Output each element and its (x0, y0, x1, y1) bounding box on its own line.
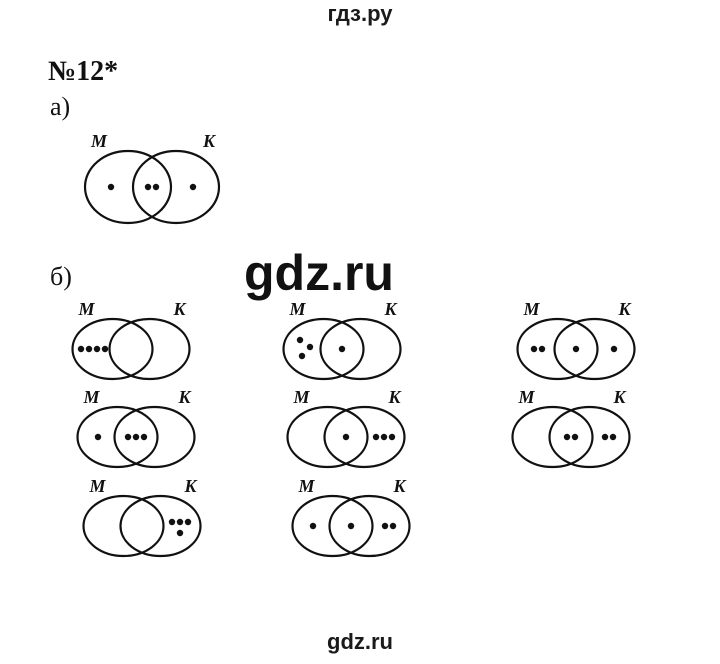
set-k-ellipse (131, 149, 221, 225)
task-number: №12* (48, 56, 119, 87)
set-k-ellipse (548, 405, 631, 469)
set-k-ellipse (113, 405, 196, 469)
set-m-label: M (298, 476, 316, 496)
set-k-label: K (384, 299, 399, 319)
element-dot (609, 433, 617, 441)
element-dot (380, 433, 388, 441)
element-dot (168, 518, 176, 526)
element-dot (140, 433, 148, 441)
element-dot (144, 183, 152, 191)
site-footer: gdz.ru (327, 629, 393, 654)
set-k-label: K (178, 387, 193, 407)
element-dot (381, 522, 389, 530)
element-dot (85, 345, 93, 353)
set-k-label: K (388, 387, 403, 407)
set-m-ellipse (76, 405, 159, 469)
set-k-label: K (618, 299, 633, 319)
watermark: gdz.ru (244, 245, 394, 301)
set-m-label: M (78, 299, 96, 319)
set-k-ellipse (319, 317, 402, 381)
element-dot (176, 529, 184, 537)
set-k-label: K (613, 387, 628, 407)
element-dot (107, 183, 115, 191)
set-m-label: M (90, 131, 108, 151)
element-dot (124, 433, 132, 441)
part-a-label: а) (50, 92, 71, 121)
element-dot (563, 433, 571, 441)
set-k-ellipse (328, 494, 411, 558)
set-k-ellipse (553, 317, 636, 381)
element-dot (152, 183, 160, 191)
element-dot (389, 522, 397, 530)
set-k-ellipse (108, 317, 191, 381)
element-dot (372, 433, 380, 441)
element-dot (309, 522, 317, 530)
part-b-label: б) (50, 262, 72, 291)
element-dot (538, 345, 546, 353)
set-m-label: M (83, 387, 101, 407)
element-dot (101, 345, 109, 353)
element-dot (306, 343, 314, 351)
set-m-label: M (523, 299, 541, 319)
element-dot (176, 518, 184, 526)
element-dot (298, 352, 306, 360)
element-dot (571, 433, 579, 441)
set-m-ellipse (516, 317, 599, 381)
element-dot (184, 518, 192, 526)
set-m-ellipse (291, 494, 374, 558)
set-k-label: K (393, 476, 408, 496)
element-dot (132, 433, 140, 441)
set-m-label: M (289, 299, 307, 319)
element-dot (601, 433, 609, 441)
element-dot (94, 433, 102, 441)
set-m-label: M (89, 476, 107, 496)
set-k-label: K (184, 476, 199, 496)
element-dot (93, 345, 101, 353)
set-k-label: K (173, 299, 188, 319)
element-dot (77, 345, 85, 353)
set-k-label: K (202, 131, 217, 151)
element-dot (342, 433, 350, 441)
set-m-label: M (518, 387, 536, 407)
element-dot (530, 345, 538, 353)
element-dot (572, 345, 580, 353)
set-k-ellipse (119, 494, 202, 558)
element-dot (388, 433, 396, 441)
set-m-ellipse (82, 494, 165, 558)
set-m-ellipse (286, 405, 369, 469)
set-m-label: M (293, 387, 311, 407)
set-k-ellipse (323, 405, 406, 469)
element-dot (296, 336, 304, 344)
element-dot (610, 345, 618, 353)
element-dot (347, 522, 355, 530)
site-header: гдз.ру (327, 1, 393, 26)
element-dot (338, 345, 346, 353)
set-m-ellipse (282, 317, 365, 381)
set-m-ellipse (511, 405, 594, 469)
element-dot (189, 183, 197, 191)
set-m-ellipse (83, 149, 173, 225)
set-m-ellipse (71, 317, 154, 381)
